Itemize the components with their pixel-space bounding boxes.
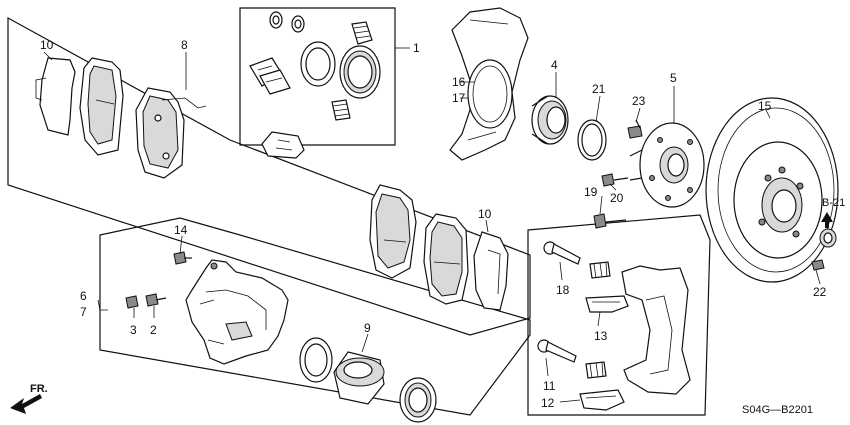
lock-nut bbox=[819, 228, 837, 248]
callout-8: 8 bbox=[181, 38, 188, 52]
piston-boot bbox=[399, 377, 437, 423]
guide-pin-18 bbox=[543, 241, 581, 265]
bolt-22 bbox=[811, 259, 825, 271]
bolt-23 bbox=[627, 119, 643, 139]
pad-spring-13 bbox=[585, 295, 629, 313]
brake-pad-right-b bbox=[423, 213, 469, 305]
pad-spring-12 bbox=[579, 389, 625, 411]
callout-7: 7 bbox=[80, 305, 87, 319]
caliper-box bbox=[99, 217, 531, 416]
brake-pad-with-wear-indicator bbox=[135, 87, 207, 179]
pad-shim-right bbox=[473, 231, 509, 311]
splash-shield bbox=[449, 7, 529, 161]
reference-b21: B-21 bbox=[822, 197, 845, 209]
wheel-bearing bbox=[531, 95, 569, 145]
boot-18 bbox=[589, 261, 611, 279]
callout-15: 15 bbox=[758, 99, 772, 113]
callout-12: 12 bbox=[541, 396, 555, 410]
callout-22: 22 bbox=[813, 285, 827, 299]
reference-arrow-up-icon bbox=[821, 212, 833, 228]
front-direction-arrow-icon bbox=[10, 394, 42, 414]
brake-pad-right-a bbox=[369, 184, 417, 279]
callout-9: 9 bbox=[364, 321, 371, 335]
callout-2: 2 bbox=[150, 323, 157, 337]
shim-small bbox=[261, 131, 305, 159]
callout-3: 3 bbox=[130, 323, 137, 337]
caliper-body bbox=[185, 259, 289, 365]
leader-lines bbox=[43, 47, 821, 403]
callout-1: 1 bbox=[413, 41, 420, 55]
callout-4: 4 bbox=[551, 58, 558, 72]
snap-ring bbox=[577, 119, 607, 161]
callout-10-left: 10 bbox=[40, 38, 54, 52]
caliper-bracket bbox=[621, 265, 691, 395]
callout-23: 23 bbox=[632, 94, 646, 108]
callout-13: 13 bbox=[594, 329, 608, 343]
piston-seal bbox=[299, 337, 333, 383]
callout-16: 16 bbox=[452, 75, 466, 89]
callout-6: 6 bbox=[80, 289, 87, 303]
seal-kit-box bbox=[239, 7, 396, 146]
piston bbox=[333, 351, 385, 405]
boot-11 bbox=[585, 361, 607, 379]
front-direction-label: FR. bbox=[30, 383, 48, 395]
pad-set-box bbox=[7, 16, 531, 336]
bleeder-screw-2 bbox=[145, 293, 167, 307]
callout-17: 17 bbox=[452, 91, 466, 105]
pad-shim-left bbox=[35, 57, 76, 136]
bleeder-cap-3 bbox=[125, 295, 139, 309]
wheel-hub bbox=[629, 122, 705, 208]
brake-pad-left bbox=[79, 57, 124, 156]
brake-disc bbox=[705, 97, 839, 283]
bolt-20 bbox=[601, 173, 629, 187]
bracket-box bbox=[527, 214, 711, 416]
callout-11: 11 bbox=[543, 379, 556, 393]
seal-kit-parts bbox=[249, 11, 381, 121]
callout-20: 20 bbox=[610, 191, 624, 205]
callout-5: 5 bbox=[670, 71, 677, 85]
bolt-14 bbox=[173, 251, 192, 265]
callout-10-right: 10 bbox=[478, 207, 492, 221]
diagram-code: S04G—B2201 bbox=[742, 404, 813, 416]
bolt-19 bbox=[593, 213, 627, 229]
guide-pin-11 bbox=[537, 339, 577, 363]
callout-18: 18 bbox=[556, 283, 570, 297]
callout-19: 19 bbox=[584, 185, 598, 199]
callout-14: 14 bbox=[174, 223, 188, 237]
callout-21: 21 bbox=[592, 82, 606, 96]
